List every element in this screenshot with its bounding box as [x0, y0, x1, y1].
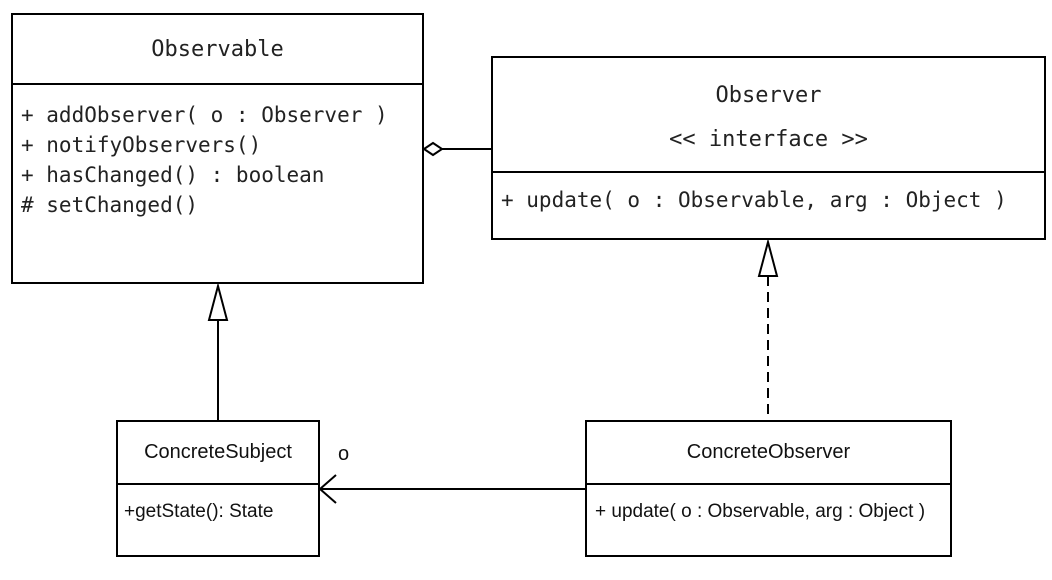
concrete-subject-class-name: ConcreteSubject [118, 422, 318, 485]
observable-method: + addObserver( o : Observer ) [21, 103, 388, 127]
observer-stereotype: << interface >> [669, 127, 868, 152]
observer-members: + update( o : Observable, arg : Object ) [493, 173, 1044, 215]
concrete-observer-class-name: ConcreteObserver [587, 422, 950, 485]
observer-class-name: Observer [715, 83, 822, 108]
observable-method: + hasChanged() : boolean [21, 163, 325, 187]
realization-arrowhead [757, 238, 779, 277]
concrete-observer-members: + update( o : Observable, arg : Object ) [587, 485, 950, 527]
generalization-arrowhead [207, 282, 229, 321]
observer-header: Observer << interface >> [493, 58, 1044, 173]
concrete-subject-members: +getState(): State [118, 485, 318, 527]
observable-class-name: Observable [13, 15, 422, 85]
association-multiplicity-label: o [338, 443, 350, 465]
concrete-subject-class-box: ConcreteSubject +getState(): State [116, 420, 320, 557]
observable-method: + notifyObservers() [21, 133, 262, 157]
concrete-observer-method: + update( o : Observable, arg : Object ) [595, 501, 926, 522]
observable-method: # setChanged() [21, 193, 199, 217]
observer-method: + update( o : Observable, arg : Object ) [501, 188, 1007, 212]
observer-interface-box: Observer << interface >> + update( o : O… [491, 56, 1046, 240]
concrete-observer-class-box: ConcreteObserver + update( o : Observabl… [585, 420, 952, 557]
concrete-subject-method: +getState(): State [124, 501, 274, 522]
observable-members: + addObserver( o : Observer ) + notifyOb… [13, 85, 422, 220]
aggregation-diamond [422, 141, 444, 157]
observable-class-box: Observable + addObserver( o : Observer )… [11, 13, 424, 284]
association-arrowhead [318, 474, 337, 504]
